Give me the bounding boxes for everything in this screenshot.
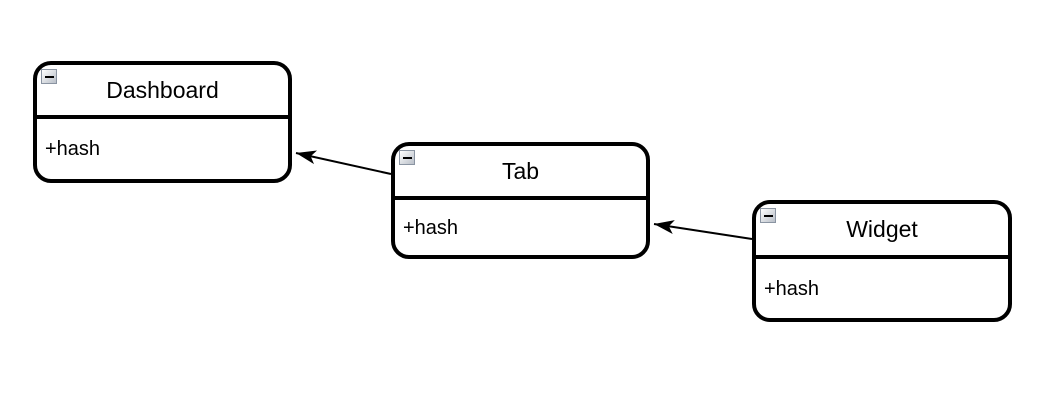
attribute-label: +hash: [764, 277, 820, 300]
class-header: Widget: [756, 204, 1008, 259]
uml-class-dashboard[interactable]: Dashboard +hash: [33, 61, 292, 183]
class-header: Dashboard: [37, 65, 288, 119]
connector-tab-to-dashboard[interactable]: [295, 150, 392, 175]
minus-icon[interactable]: [760, 208, 776, 223]
class-attributes: +hash: [756, 259, 1008, 318]
class-attributes: +hash: [395, 200, 646, 255]
class-header: Tab: [395, 146, 646, 200]
connector-widget-to-tab[interactable]: [653, 220, 753, 240]
class-name: Tab: [501, 157, 540, 184]
attribute-label: +hash: [403, 216, 459, 239]
uml-class-tab[interactable]: Tab +hash: [391, 142, 650, 259]
minus-icon[interactable]: [41, 69, 57, 84]
class-name: Widget: [846, 216, 918, 242]
uml-class-widget[interactable]: Widget +hash: [752, 200, 1012, 322]
minus-bar: [763, 214, 773, 217]
minus-bar: [402, 156, 412, 159]
class-name: Dashboard: [106, 76, 219, 103]
attribute-label: +hash: [45, 138, 101, 160]
class-attributes: +hash: [37, 119, 288, 179]
minus-bar: [44, 75, 54, 78]
minus-icon[interactable]: [399, 150, 415, 165]
